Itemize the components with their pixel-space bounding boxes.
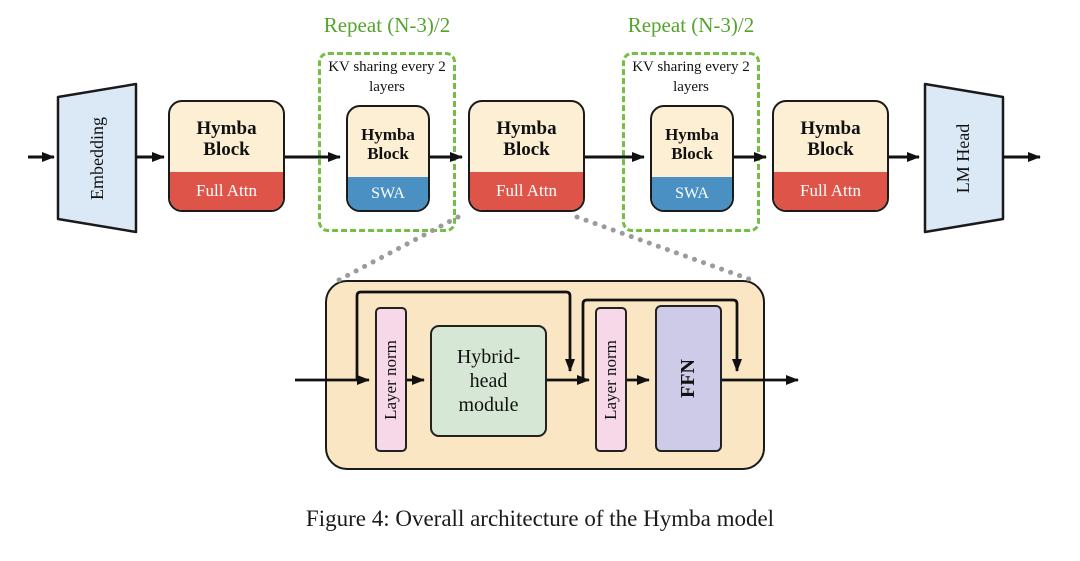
block-title: Hymba Block <box>361 124 415 163</box>
swa-band: SWA <box>652 177 732 210</box>
layer-norm-2-label: Layer norm <box>601 339 620 420</box>
layer-norm-1-box: Layer norm <box>375 307 407 452</box>
hymba-block-full-attn-2: Hymba Block Full Attn <box>468 100 585 212</box>
lm-head-label-wrap: LM Head <box>925 84 1003 232</box>
ffn-label: FFN <box>676 359 699 398</box>
kv-sharing-label-1: KV sharing every 2 layers <box>328 59 446 95</box>
hymba-block-swa-1: Hymba Block SWA <box>346 105 430 212</box>
repeat-label-2: Repeat (N-3)/2 <box>627 13 755 37</box>
block-title: Hymba Block <box>496 117 557 160</box>
full-attn-band: Full Attn <box>774 172 887 210</box>
hymba-block-full-attn-3: Hymba Block Full Attn <box>772 100 889 212</box>
hybrid-head-module-box: Hybrid-head module <box>430 325 547 437</box>
layer-norm-1-label: Layer norm <box>381 339 400 420</box>
block-title: Hymba Block <box>665 124 719 163</box>
lm-head-label: LM Head <box>953 123 974 193</box>
swa-band: SWA <box>348 177 428 210</box>
kv-sharing-label-2: KV sharing every 2 layers <box>632 59 750 95</box>
embedding-label-wrap: Embedding <box>58 84 136 232</box>
hymba-block-swa-2: Hymba Block SWA <box>650 105 734 212</box>
figure-caption: Figure 4: Overall architecture of the Hy… <box>305 506 775 531</box>
layer-norm-2-box: Layer norm <box>595 307 627 452</box>
ffn-box: FFN <box>655 305 722 452</box>
hymba-block-full-attn-1: Hymba Block Full Attn <box>168 100 285 212</box>
block-title: Hymba Block <box>196 117 257 160</box>
full-attn-band: Full Attn <box>470 172 583 210</box>
embedding-label: Embedding <box>86 116 107 200</box>
block-title: Hymba Block <box>800 117 861 160</box>
full-attn-band: Full Attn <box>170 172 283 210</box>
repeat-label-1: Repeat (N-3)/2 <box>323 13 451 37</box>
